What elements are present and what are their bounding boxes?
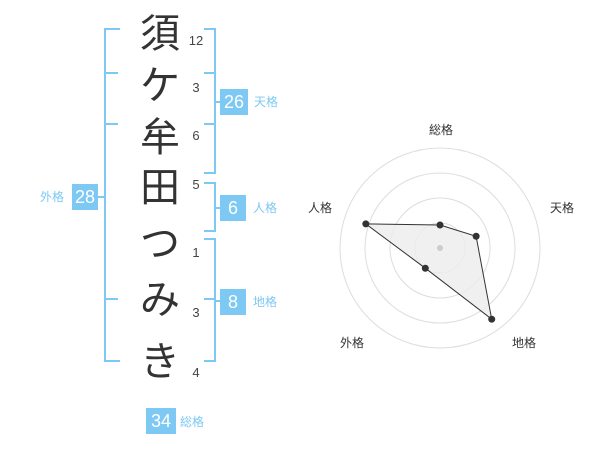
- name-char-6: み: [140, 277, 180, 323]
- radar-grid-ring: [389, 197, 491, 299]
- radar-grid-ring: [364, 172, 516, 324]
- name-char-1: 須: [140, 11, 180, 57]
- tenkaku-tick: [204, 72, 214, 74]
- stroke-count-7: 4: [192, 365, 200, 380]
- gaikaku-tick: [104, 298, 118, 300]
- tenkaku-tick: [204, 123, 214, 125]
- gaikaku-badge: 28: [72, 184, 98, 210]
- radar-point-3: [488, 315, 496, 323]
- stroke-count-4: 5: [192, 177, 200, 192]
- chikaku-badge: 8: [220, 289, 246, 315]
- tenkaku-connector: [214, 101, 220, 103]
- name-char-4: 田: [140, 165, 180, 211]
- radar-axis-label-gaikaku: 外格: [340, 335, 364, 350]
- jinkaku-badge: 6: [220, 195, 246, 221]
- name-char-2: ケ: [140, 63, 180, 109]
- radar-series-polygon: [364, 223, 493, 321]
- radar-axis-label-tenkaku: 天格: [550, 200, 574, 215]
- soukaku-badge: 34: [146, 408, 176, 434]
- chikaku-label: 地格: [253, 295, 278, 309]
- gaikaku-tick: [104, 72, 118, 74]
- radar-center-dot: [437, 245, 443, 251]
- jinkaku-label: 人格: [253, 201, 278, 215]
- stroke-count-2: 3: [192, 80, 200, 95]
- gaikaku-tick: [104, 123, 118, 125]
- chikaku-tick: [204, 298, 214, 300]
- tenkaku-badge: 26: [220, 89, 248, 115]
- radar-point-1: [436, 221, 444, 229]
- jinkaku-connector: [214, 207, 220, 209]
- name-char-5: つ: [140, 221, 180, 267]
- name-char-3: 牟: [140, 115, 180, 161]
- radar-axis-label-chikaku: 地格: [512, 335, 536, 350]
- stroke-count-6: 3: [192, 305, 200, 320]
- gaikaku-connector: [96, 196, 104, 198]
- radar-point-4: [421, 264, 429, 272]
- soukaku-label: 総格: [180, 415, 205, 429]
- radar-axis-label-jinkaku: 人格: [308, 200, 332, 215]
- gaikaku-label: 外格: [40, 190, 65, 204]
- stroke-count-3: 6: [192, 128, 200, 143]
- radar-points: [362, 220, 496, 323]
- stroke-count-5: 1: [192, 245, 200, 260]
- tenkaku-label: 天格: [254, 95, 279, 109]
- name-char-7: き: [140, 339, 180, 385]
- stroke-count-1: 12: [188, 33, 204, 48]
- radar-point-5: [362, 220, 370, 228]
- gaikaku-bracket: [104, 28, 120, 362]
- radar-grid-ring: [339, 147, 541, 349]
- radar-point-2: [472, 232, 480, 240]
- chikaku-connector: [214, 300, 220, 302]
- radar-axis-label-soukaku: 総格: [429, 122, 453, 137]
